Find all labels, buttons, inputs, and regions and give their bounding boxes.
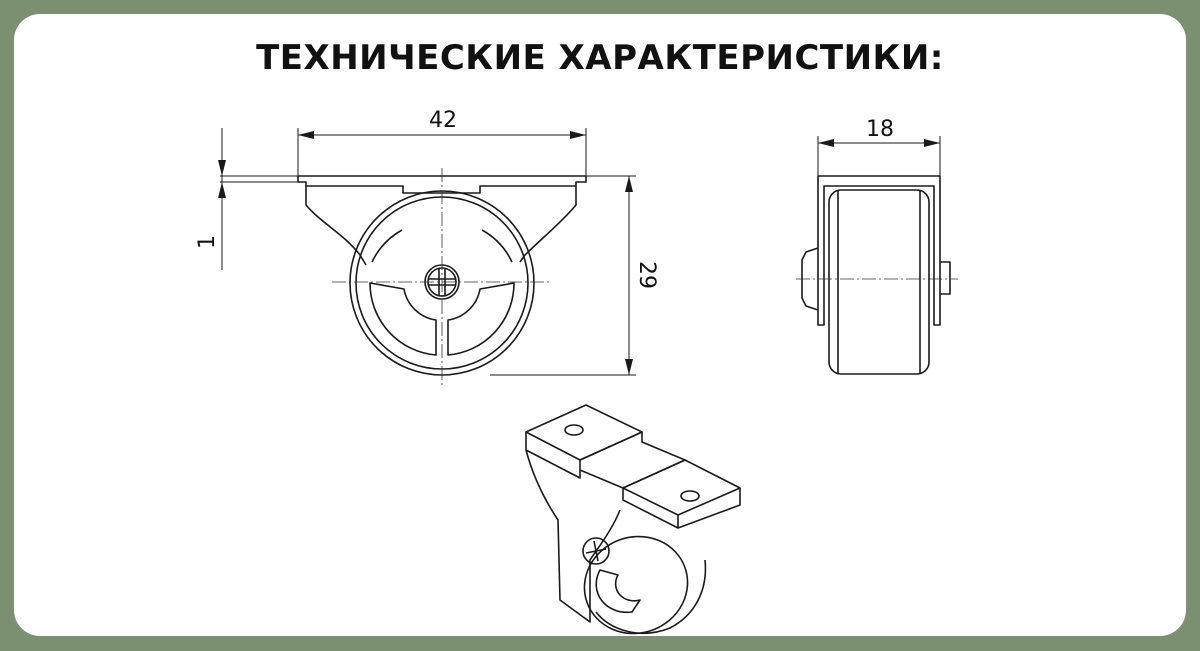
front-view: [297, 168, 587, 388]
dimension-plate-thickness: 1: [195, 128, 298, 270]
dimension-wheel-width-label: 18: [866, 117, 894, 142]
content-card: [14, 14, 1186, 636]
dimension-plate-thickness-label: 1: [195, 235, 220, 249]
page-title: ТЕХНИЧЕСКИЕ ХАРАКТЕРИСТИКИ:: [256, 38, 944, 78]
dimension-wheel-width: 18: [817, 117, 941, 176]
dimension-width-label: 42: [429, 108, 457, 133]
dimension-height: 29: [490, 175, 659, 376]
side-view: [796, 175, 958, 375]
isometric-view: [525, 404, 741, 635]
dimension-height-label: 29: [634, 261, 659, 289]
dimension-width: 42: [297, 108, 587, 176]
